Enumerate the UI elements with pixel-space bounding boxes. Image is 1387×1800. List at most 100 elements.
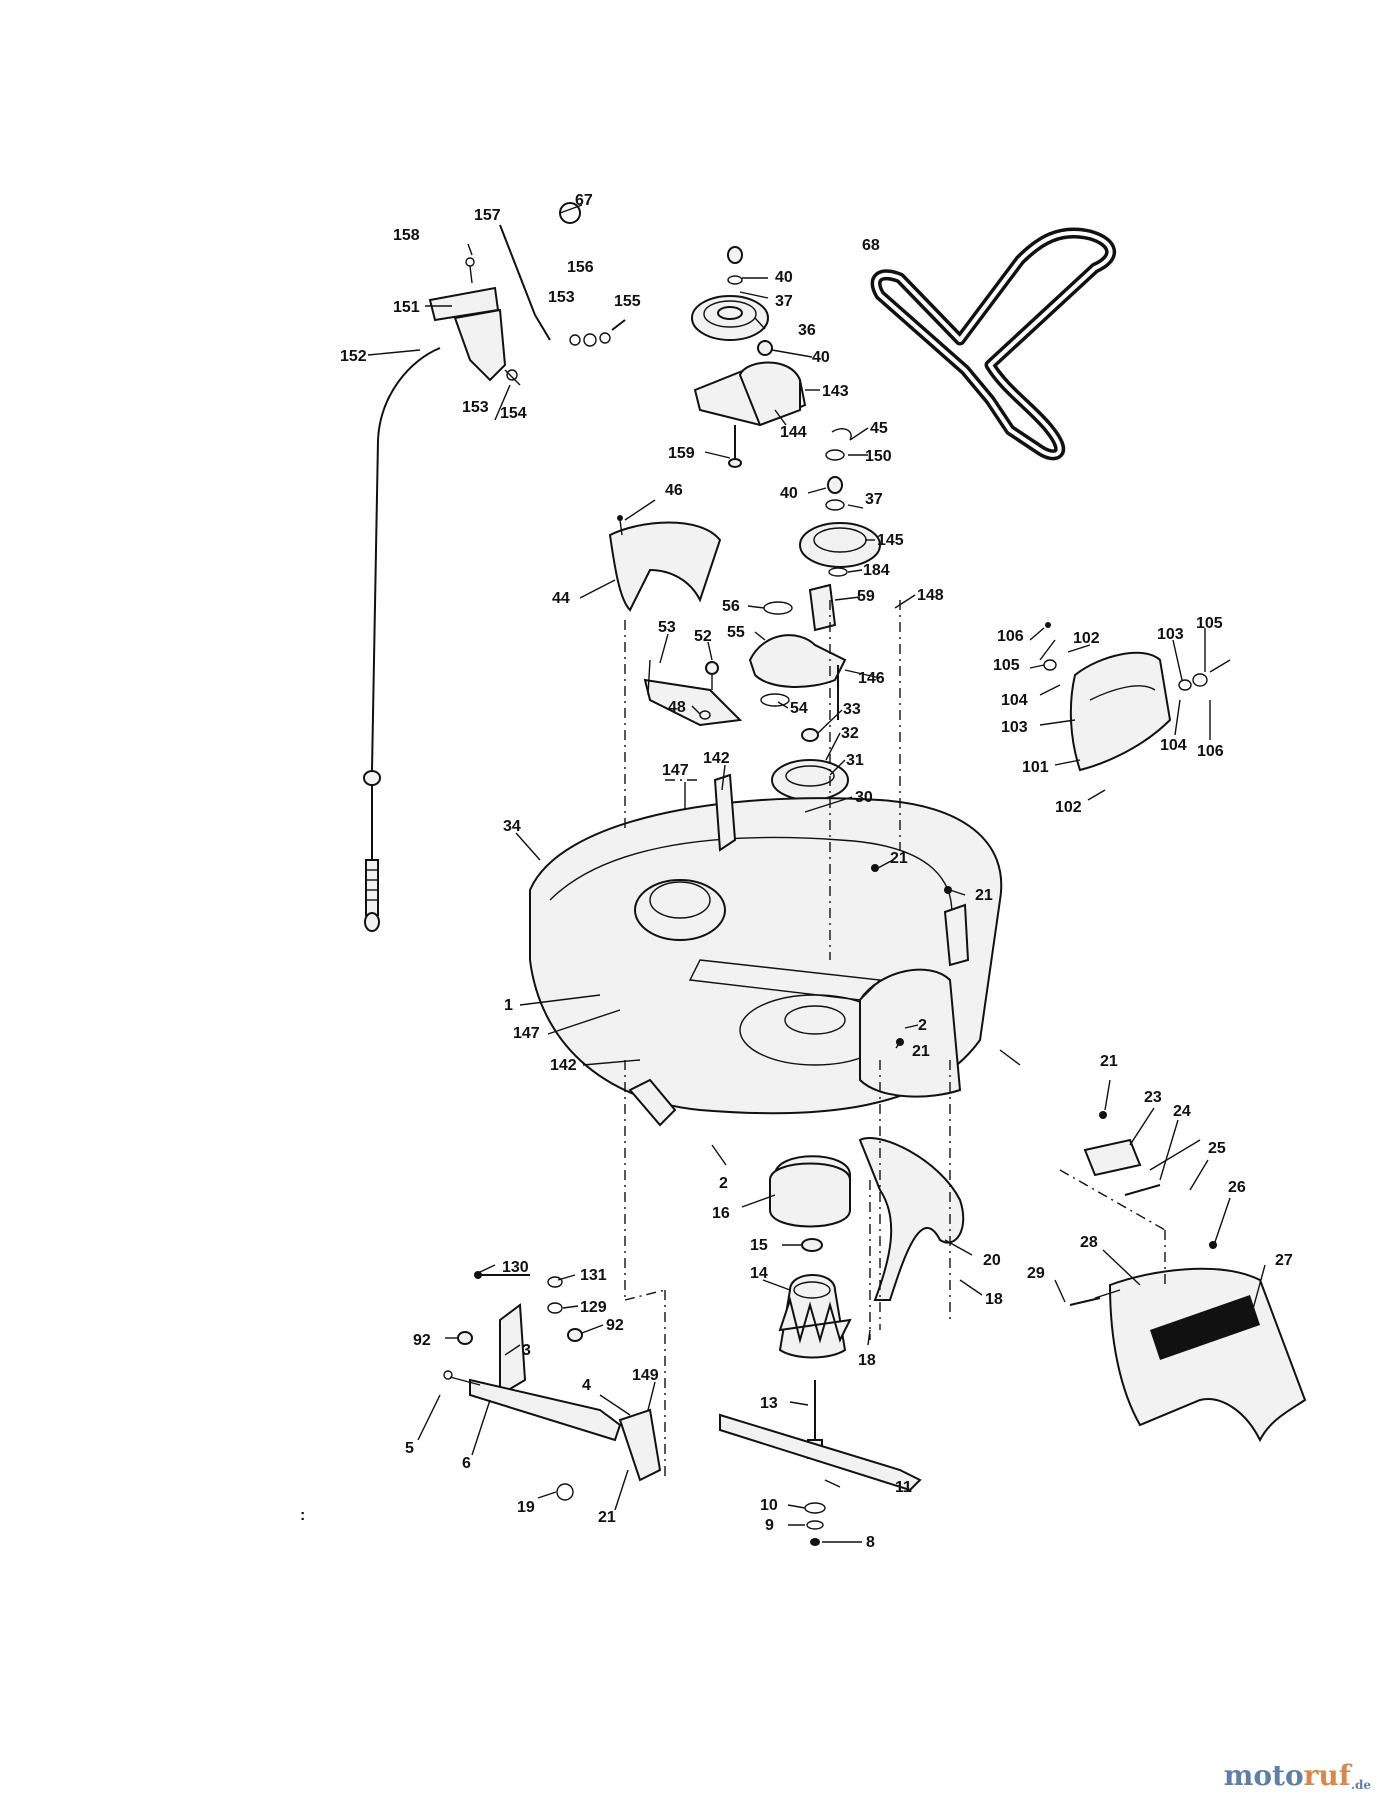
part-label: 106: [1197, 743, 1224, 760]
part-label: 154: [500, 405, 527, 422]
front-hanger: [443, 1289, 666, 1501]
part-label: 53: [658, 619, 676, 636]
part-label: 156: [567, 259, 594, 276]
part-label: 3: [522, 1342, 531, 1359]
part-label: 149: [632, 1367, 659, 1384]
part-label: 14: [750, 1265, 768, 1282]
part-label: 23: [1144, 1089, 1162, 1106]
deck-side-bracket: [871, 864, 970, 1046]
part-label: 1: [504, 997, 513, 1014]
watermark-part2: ruf: [1303, 1759, 1351, 1792]
part-label: 37: [775, 293, 793, 310]
watermark-suffix: .de: [1350, 1778, 1371, 1792]
idler-pulley-145-stack: [799, 428, 881, 632]
part-label: 106: [997, 628, 1024, 645]
part-label: 56: [722, 598, 740, 615]
stray-mark: :: [300, 1507, 305, 1524]
lift-cable: [363, 347, 441, 932]
part-label: 6: [462, 1455, 471, 1472]
part-label: 147: [662, 762, 689, 779]
part-label: 148: [917, 587, 944, 604]
part-label: 25: [1208, 1140, 1226, 1157]
part-label: 68: [862, 237, 880, 254]
part-label: 105: [993, 657, 1020, 674]
part-label: 16: [712, 1205, 730, 1222]
discharge-chute: [1069, 1267, 1307, 1443]
part-label: 31: [846, 752, 864, 769]
part-label: 104: [1160, 737, 1187, 754]
part-label: 147: [513, 1025, 540, 1042]
part-label: 67: [575, 192, 593, 209]
part-label: 59: [857, 588, 875, 605]
part-label: 153: [462, 399, 489, 416]
part-label: 103: [1157, 626, 1184, 643]
part-label: 21: [1100, 1053, 1118, 1070]
part-label: 101: [1022, 759, 1049, 776]
part-number-labels: 67 157 158 156 153 155 151 152 153 154 4…: [340, 192, 1293, 1551]
part-label: 20: [983, 1252, 1001, 1269]
part-label: 144: [780, 424, 807, 441]
part-label: 4: [582, 1377, 591, 1394]
part-label: 21: [890, 850, 908, 867]
part-label: 142: [550, 1057, 577, 1074]
part-label: 36: [798, 322, 816, 339]
front-bolts: [457, 1271, 583, 1345]
part-label: 131: [580, 1267, 607, 1284]
part-label: 152: [340, 348, 367, 365]
part-label: 55: [727, 624, 745, 641]
part-label: 48: [668, 699, 686, 716]
part-label: 40: [812, 349, 830, 366]
watermark-part1: moto: [1223, 1759, 1304, 1792]
part-label: 92: [413, 1332, 431, 1349]
part-label: 102: [1073, 630, 1100, 647]
belt-guard: [608, 515, 722, 612]
part-label: 18: [985, 1291, 1003, 1308]
part-label: 40: [780, 485, 798, 502]
part-label: 150: [865, 448, 892, 465]
part-label: 37: [865, 491, 883, 508]
part-label: 40: [775, 269, 793, 286]
watermark-logo: motoruf.de: [1224, 1759, 1371, 1792]
part-label: 52: [694, 628, 712, 645]
part-label: 29: [1027, 1265, 1045, 1282]
part-label: 24: [1173, 1103, 1191, 1120]
idler-pulley-assembly: [691, 246, 807, 468]
part-label: 159: [668, 445, 695, 462]
part-label: 145: [877, 532, 904, 549]
part-label: 155: [614, 293, 641, 310]
part-label: 142: [703, 750, 730, 767]
part-label: 46: [665, 482, 683, 499]
part-label: 10: [760, 1497, 778, 1514]
part-label: 11: [895, 1479, 912, 1496]
part-label: 9: [765, 1517, 774, 1534]
part-label: 105: [1196, 615, 1223, 632]
baffle-101: [1039, 622, 1231, 772]
part-label: 26: [1228, 1179, 1246, 1196]
leader-lines: [367, 204, 1266, 1543]
part-label: 130: [502, 1259, 529, 1276]
mower-deck-housing: [529, 600, 1003, 1115]
part-label: 158: [393, 227, 420, 244]
part-label: 103: [1001, 719, 1028, 736]
part-label: 92: [606, 1317, 624, 1334]
bracket-arm-20: [858, 1060, 965, 1340]
part-label: 32: [841, 725, 859, 742]
part-label: 54: [790, 700, 808, 717]
part-label: 143: [822, 383, 849, 400]
part-label: 30: [855, 789, 873, 806]
part-label: 5: [405, 1440, 414, 1457]
part-label: 151: [393, 299, 420, 316]
part-label: 34: [503, 818, 521, 835]
part-label: 27: [1275, 1252, 1293, 1269]
chute-hinge: [1059, 1111, 1217, 1285]
part-label: 102: [1055, 799, 1082, 816]
drive-belt: [870, 227, 1117, 461]
part-label: 153: [548, 289, 575, 306]
part-label: 44: [552, 590, 570, 607]
lift-lever-assembly: [428, 202, 626, 386]
part-label: 146: [858, 670, 885, 687]
part-label: 2: [918, 1017, 927, 1034]
part-label: 33: [843, 701, 861, 718]
part-label: 184: [863, 562, 890, 579]
